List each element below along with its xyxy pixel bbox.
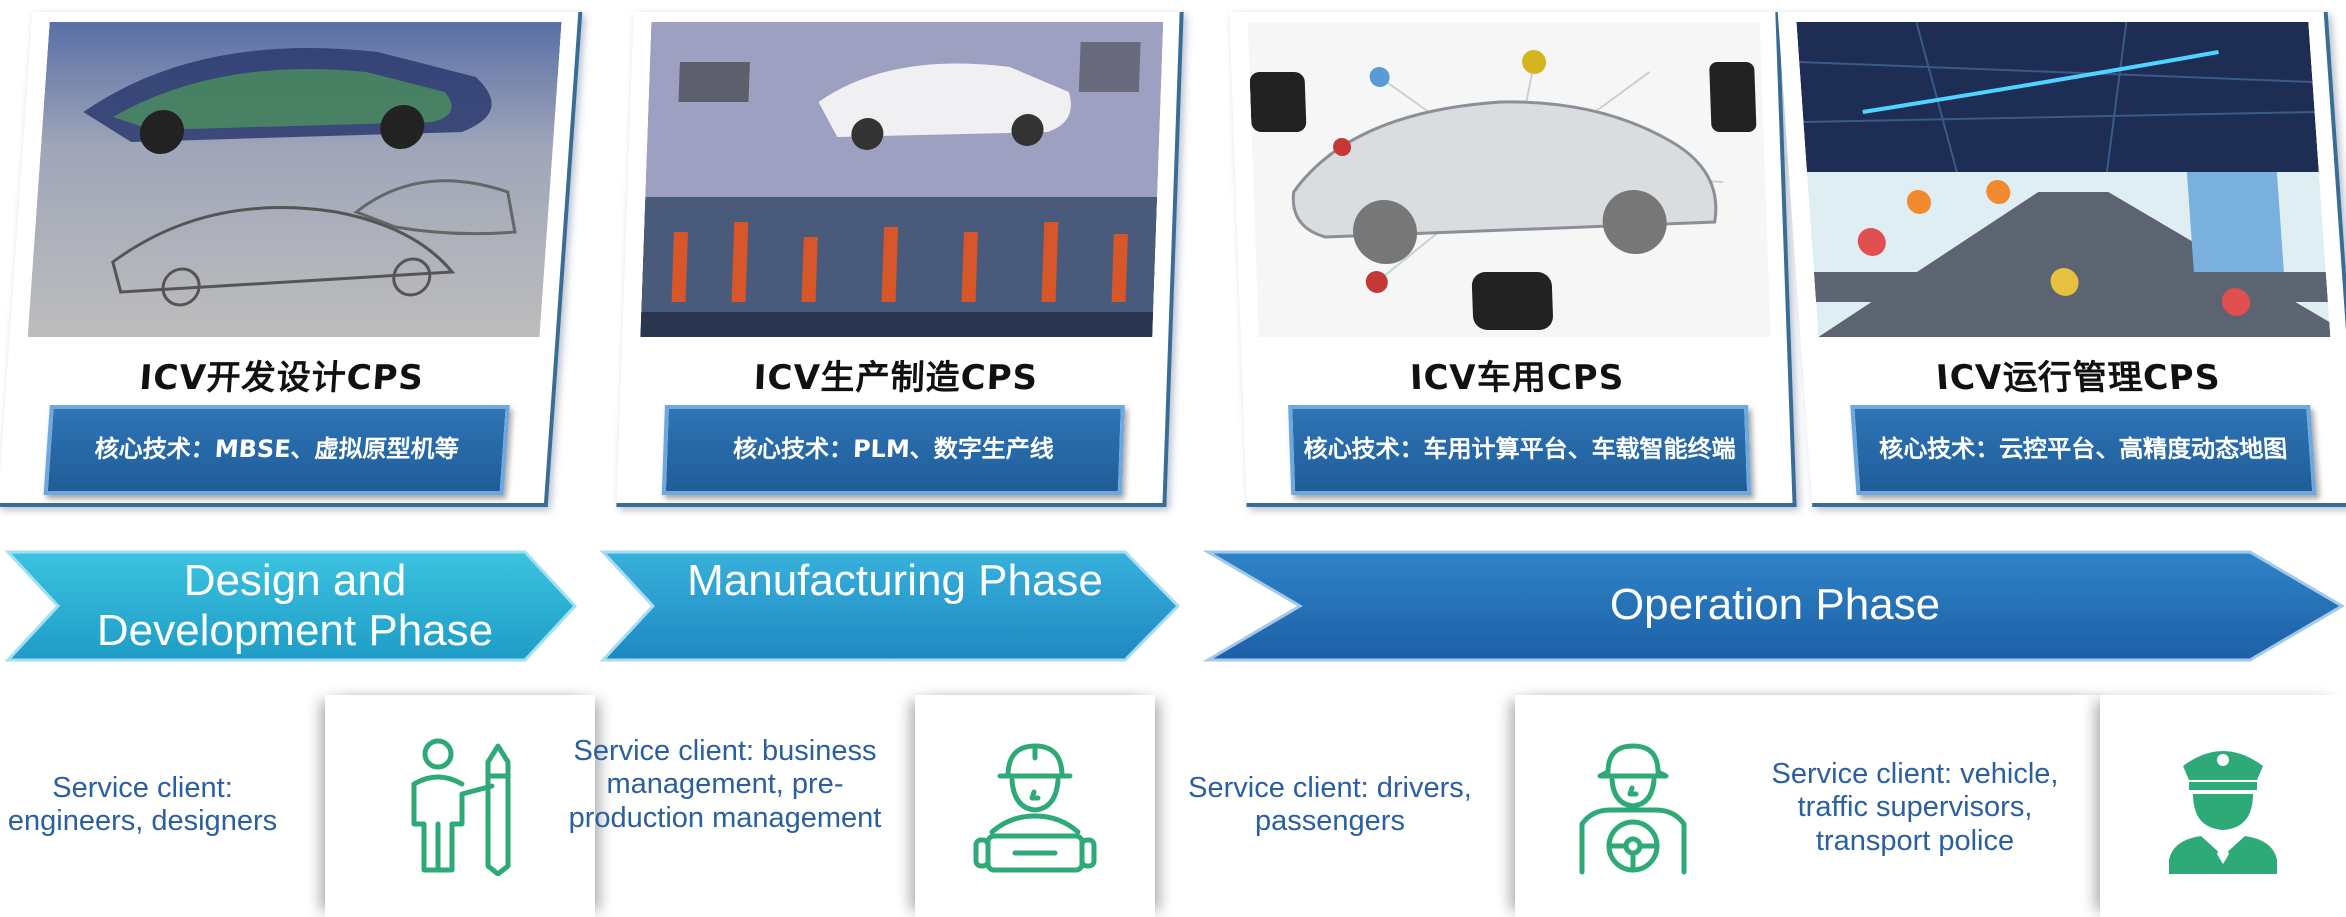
phase-arrow-manufacturing bbox=[599, 550, 1181, 662]
card-core-tech: 核心技术：MBSE、虚拟原型机等 bbox=[43, 405, 510, 495]
factory-worker-panel bbox=[915, 695, 1155, 917]
card-core-tech-text: 核心技术：MBSE、虚拟原型机等 bbox=[93, 435, 460, 464]
service-client-supervisors: Service client: vehicle, traffic supervi… bbox=[1771, 758, 2059, 857]
card-core-tech: 核心技术：PLM、数字生产线 bbox=[661, 405, 1125, 495]
card-title: ICV运行管理CPS bbox=[1934, 358, 2222, 398]
phase-label-operation: Operation Phase bbox=[1609, 580, 1941, 629]
card-core-tech-text: 核心技术：云控平台、高精度动态地图 bbox=[1878, 435, 2289, 464]
card-core-tech: 核心技术：车用计算平台、车载智能终端 bbox=[1288, 405, 1752, 495]
card-title: ICV开发设计CPS bbox=[138, 358, 426, 398]
smart-city-image bbox=[1796, 22, 2331, 337]
card-design-cps: ICV开发设计CPS 核心技术：MBSE、虚拟原型机等 bbox=[0, 12, 583, 507]
card-manufacturing-cps: ICV生产制造CPS 核心技术：PLM、数字生产线 bbox=[616, 12, 1184, 507]
police-panel bbox=[2100, 695, 2346, 917]
card-core-tech: 核心技术：云控平台、高精度动态地图 bbox=[1850, 405, 2317, 495]
phase-arrow-design bbox=[4, 550, 578, 662]
factory-image bbox=[640, 22, 1164, 337]
card-operation-cps: ICV运行管理CPS 核心技术：云控平台、高精度动态地图 bbox=[1777, 12, 2346, 507]
design-image bbox=[27, 22, 562, 337]
card-vehicle-cps: ICV车用CPS 核心技术：车用计算平台、车载智能终端 bbox=[1229, 12, 1797, 507]
connected-car-image bbox=[1247, 22, 1771, 337]
phase-label-manufacturing: Manufacturing Phase bbox=[687, 556, 1103, 605]
service-client-design: Service client: engineers, designers bbox=[7, 772, 278, 838]
card-core-tech-text: 核心技术：PLM、数字生产线 bbox=[732, 435, 1055, 464]
engineer-panel bbox=[325, 695, 595, 917]
engineer-icon bbox=[411, 738, 511, 876]
card-title: ICV车用CPS bbox=[1409, 358, 1625, 398]
driver-panel bbox=[1515, 695, 2100, 917]
phase-arrows bbox=[4, 550, 2345, 662]
driver-icon bbox=[1579, 743, 1687, 875]
card-core-tech-text: 核心技术：车用计算平台、车载智能终端 bbox=[1303, 435, 1737, 464]
service-client-manufacturing: Service client: business management, pre… bbox=[568, 735, 882, 834]
phase-label-design: Design and Development Phase bbox=[96, 556, 494, 656]
phase-arrow-operation bbox=[1202, 550, 2345, 662]
card-title: ICV生产制造CPS bbox=[753, 358, 1039, 398]
factory-worker-icon bbox=[973, 743, 1097, 873]
police-icon bbox=[2169, 751, 2277, 874]
service-client-vehicle-users: Service client: drivers, passengers bbox=[1188, 772, 1472, 838]
